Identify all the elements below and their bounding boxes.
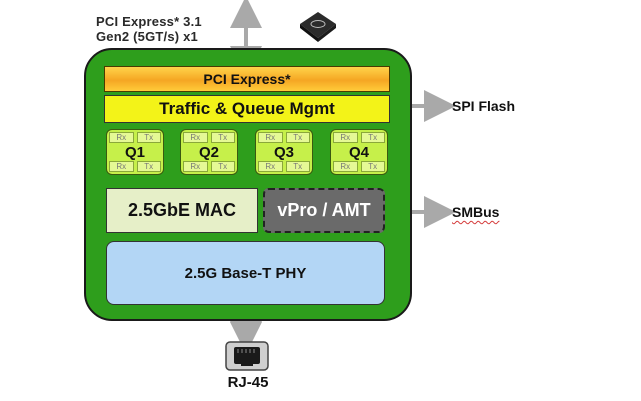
queue-tx-label: Tx: [360, 132, 385, 143]
traffic-queue-mgmt-block: Traffic & Queue Mgmt: [104, 95, 390, 123]
queue-tx-label: Tx: [285, 132, 310, 143]
queue-tx-label: Tx: [360, 161, 385, 172]
queue-tx-label: Tx: [136, 161, 161, 172]
rj45-label: RJ-45: [227, 374, 269, 391]
mac-block: 2.5GbE MAC: [106, 188, 258, 233]
intel-chip-icon: [300, 12, 336, 42]
queue-tx-label: Tx: [285, 161, 310, 172]
phy-block: 2.5G Base-T PHY: [106, 241, 385, 305]
queue-rx-label: Rx: [183, 132, 208, 143]
queue-name: Q2: [198, 144, 219, 161]
pcie-link-line2: Gen2 (5GT/s) x1: [96, 29, 198, 44]
pcie-block: PCI Express*: [104, 66, 390, 92]
pcie-link-line1: PCI Express* 3.1: [96, 14, 202, 29]
pcie-link-label: PCI Express* 3.1 Gen2 (5GT/s) x1: [96, 14, 202, 44]
queue-name: Q1: [124, 144, 145, 161]
queue-name: Q4: [348, 144, 369, 161]
queue-rx-label: Rx: [258, 132, 283, 143]
queue-rx-label: Rx: [258, 161, 283, 172]
spi-flash-label: SPI Flash: [452, 98, 516, 114]
smbus-label: SMBus: [452, 204, 500, 220]
queue-tx-label: Tx: [210, 161, 235, 172]
queue-rx-label: Rx: [109, 132, 134, 143]
queue-name: Q3: [273, 144, 294, 161]
vpro-amt-block: vPro / AMT: [263, 188, 385, 233]
queue-tx-label: Tx: [210, 132, 235, 143]
queue-rx-label: Rx: [333, 132, 358, 143]
rj45-port-icon: [225, 341, 269, 371]
queue-rx-label: Rx: [333, 161, 358, 172]
queue-tx-label: Tx: [136, 132, 161, 143]
queue-rx-label: Rx: [183, 161, 208, 172]
queue-rx-label: Rx: [109, 161, 134, 172]
